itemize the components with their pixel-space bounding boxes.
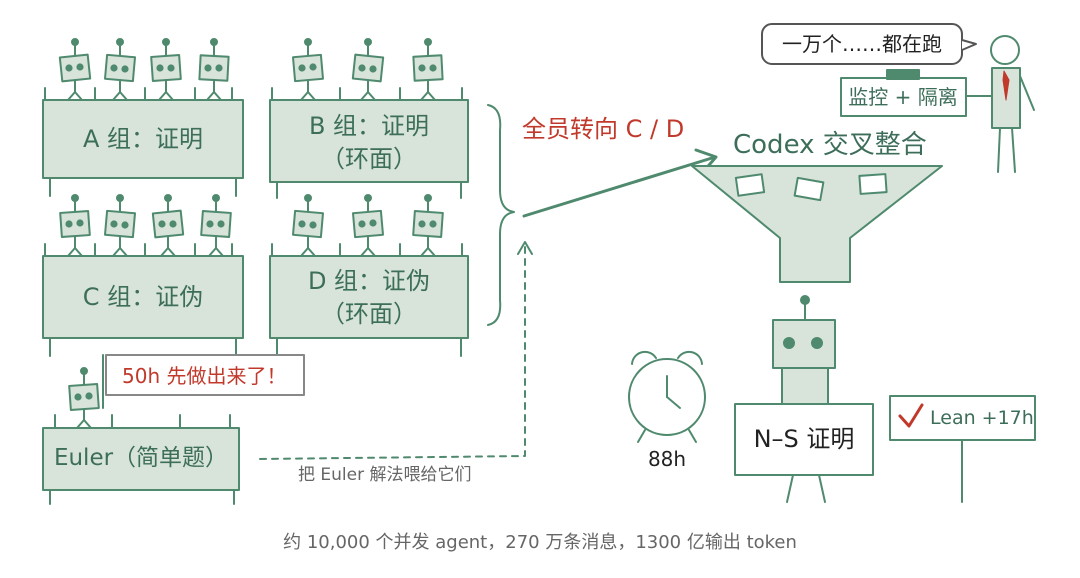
euler-feed-path — [259, 241, 533, 460]
lean-label: Lean +17h — [930, 407, 1034, 429]
group-b-label: B 组：证明 — [308, 112, 430, 140]
robot-icon — [772, 295, 836, 503]
monitor-sign — [840, 69, 992, 117]
robot-icon — [292, 194, 324, 257]
group-d-sublabel: （环面） — [321, 300, 417, 328]
redirect-label: 全员转向 C / D — [522, 115, 685, 143]
robot-icon — [352, 194, 384, 257]
euler-speech-bubble — [102, 354, 305, 409]
checkmark-icon — [898, 403, 924, 428]
group-c-robots — [59, 194, 232, 257]
euler-feed-label: 把 Euler 解法喂给它们 — [298, 465, 472, 485]
clock-label: 88h — [647, 447, 687, 471]
robot-icon — [351, 38, 385, 101]
result-sign-board — [734, 403, 874, 476]
group-c-table — [42, 243, 244, 357]
robot-icon — [200, 194, 232, 257]
group-a-robots — [58, 38, 230, 101]
caption: 约 10,000 个并发 agent，270 万条消息，1300 亿输出 tok… — [283, 532, 797, 553]
robot-icon — [151, 194, 185, 257]
monitor-sign-label: 监控 + 隔离 — [848, 85, 958, 109]
result-sign-label: N–S 证明 — [753, 425, 855, 453]
funnel-icon — [691, 165, 943, 283]
robot-icon — [59, 194, 91, 257]
lean-sign — [889, 395, 1036, 503]
clock-icon — [628, 350, 706, 443]
funnel-label: Codex 交叉整合 — [733, 130, 927, 160]
stick-figure-icon — [990, 35, 1035, 173]
robot-icon — [58, 38, 92, 101]
group-d-robots — [292, 194, 444, 257]
robot-icon — [412, 194, 444, 257]
supervisor-speech-bubble — [761, 23, 977, 65]
euler-label: Euler（简单题） — [53, 445, 229, 471]
euler-table — [42, 414, 240, 505]
robot-icon — [68, 367, 100, 429]
group-a-label: A 组：证明 — [82, 125, 204, 153]
robot-icon — [412, 38, 444, 101]
group-a-table — [42, 87, 244, 197]
robot-icon — [292, 38, 324, 101]
euler-speech: 50h 先做出来了！ — [122, 364, 287, 388]
curly-brace — [487, 104, 515, 326]
robot-icon — [198, 38, 230, 101]
robot-icon — [150, 38, 182, 101]
group-b-sublabel: （环面） — [321, 145, 417, 173]
group-b-robots — [292, 38, 444, 101]
robot-icon — [104, 38, 136, 101]
robot-icon — [104, 194, 136, 257]
supervisor-speech: 一万个……都在跑 — [782, 32, 942, 56]
group-d-table — [269, 243, 469, 357]
group-d-label: D 组：证伪 — [307, 267, 431, 295]
group-c-label: C 组：证伪 — [82, 283, 204, 311]
group-b-table — [269, 87, 469, 199]
arrow-icon — [522, 148, 718, 218]
